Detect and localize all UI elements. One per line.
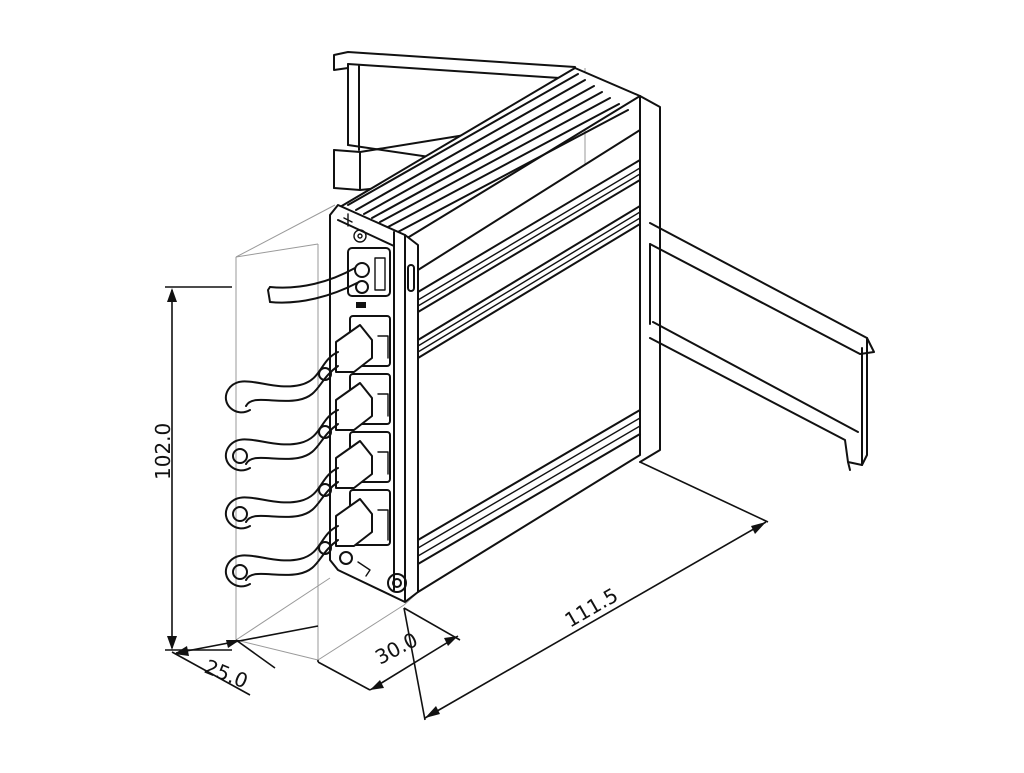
led-icon	[407, 264, 415, 292]
power-connector-icon	[347, 247, 391, 297]
network-cables	[225, 351, 339, 588]
din-rail	[333, 51, 875, 471]
height-dimension-label: 102.0	[151, 423, 175, 480]
ground-symbol-icon	[343, 213, 367, 243]
front-depth-dimension-label: 25.0	[201, 654, 251, 693]
length-dimension-label: 111.5	[561, 583, 623, 632]
front-panel	[225, 213, 415, 593]
dimension-lines	[165, 286, 769, 721]
rj45-connectors	[335, 324, 373, 547]
